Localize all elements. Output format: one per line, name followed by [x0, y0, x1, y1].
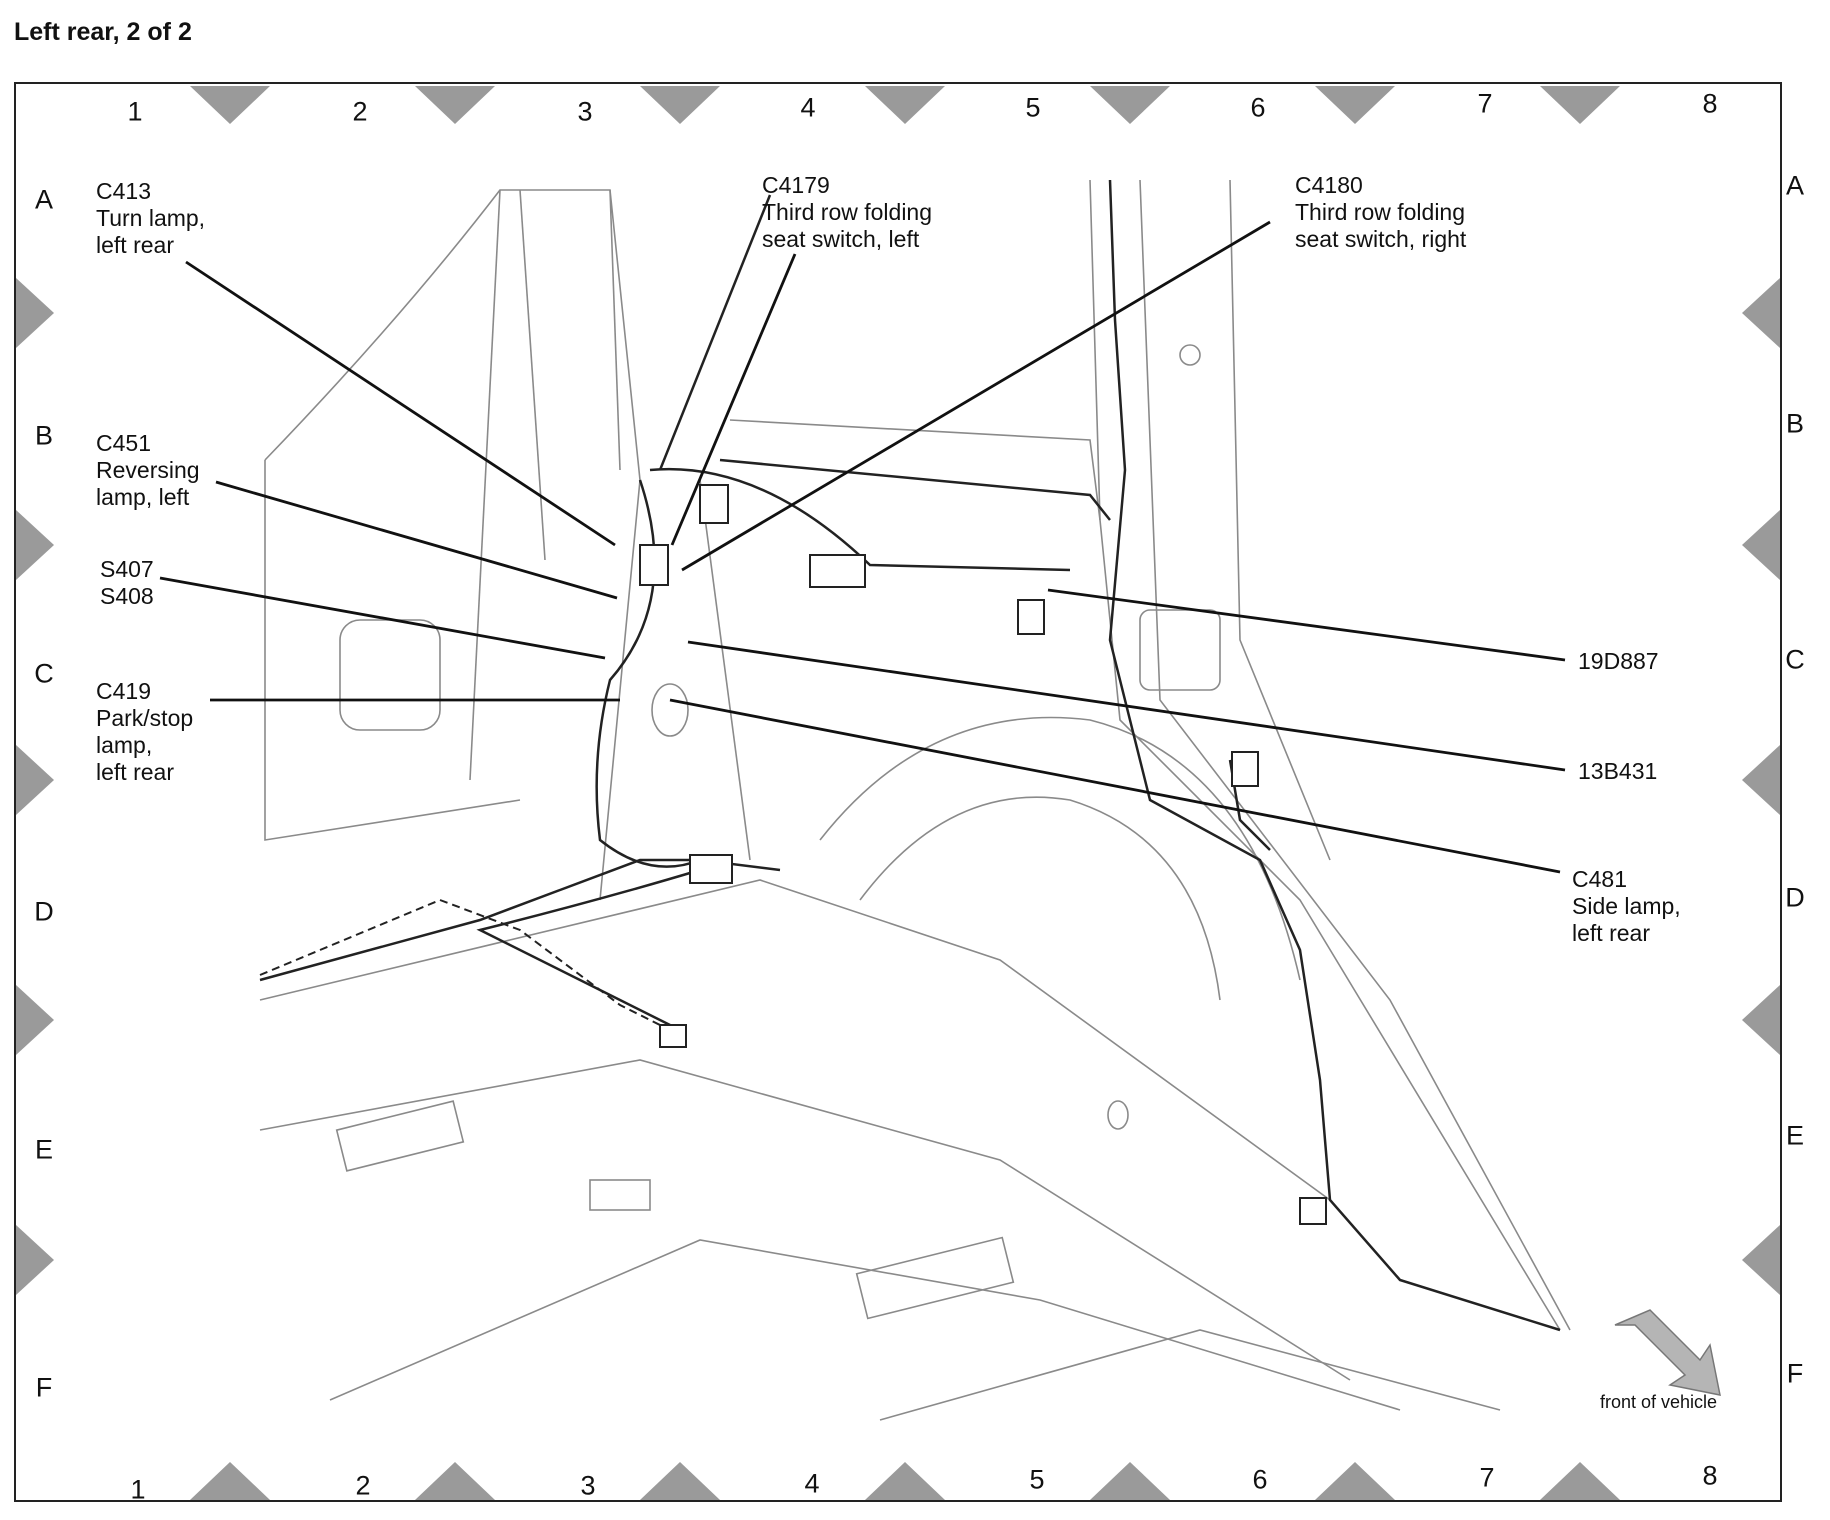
grid-col-4-bottom: 4 — [804, 1468, 820, 1499]
grid-col-5-bottom: 5 — [1029, 1464, 1045, 1495]
routed-harness-dashed — [259, 898, 671, 1031]
grid-col-6-bottom: 6 — [1252, 1464, 1268, 1495]
grid-col-7-top: 7 — [1477, 88, 1493, 119]
callout-c4180: C4180 Third row folding seat switch, rig… — [1295, 172, 1467, 252]
grid-col-8-top: 8 — [1702, 88, 1718, 119]
grid-col-3-top: 3 — [577, 96, 593, 127]
grid-row-f-left: F — [35, 1372, 53, 1403]
grid-row-b-right: B — [1785, 408, 1805, 439]
grid-row-d-left: D — [34, 896, 54, 927]
grid-col-5-top: 5 — [1025, 92, 1041, 123]
callout-c481: C481 Side lamp, left rear — [1572, 866, 1681, 946]
connector-bodies — [639, 484, 1327, 1225]
callout-s407-s408: S407 S408 — [100, 556, 154, 609]
grid-row-a-right: A — [1785, 170, 1805, 201]
callout-13b431: 13B431 — [1578, 758, 1658, 784]
diagram-title: Left rear, 2 of 2 — [14, 18, 192, 46]
grid-col-4-top: 4 — [800, 92, 816, 123]
callout-c413: C413 Turn lamp, left rear — [96, 178, 206, 258]
callout-19d887: 19D887 — [1578, 648, 1659, 674]
grid-col-2-top: 2 — [352, 96, 368, 127]
callout-c419: C419 Park/stop lamp, left rear — [96, 678, 194, 785]
grid-row-b-left: B — [34, 420, 54, 451]
grid-row-c-left: C — [34, 658, 54, 689]
grid-row-a-left: A — [34, 184, 54, 215]
callout-c451: C451 Reversing lamp, left — [96, 430, 200, 510]
grid-col-8-bottom: 8 — [1702, 1460, 1718, 1491]
grid-row-e-left: E — [34, 1134, 54, 1165]
callout-c4179: C4179 Third row folding seat switch, lef… — [762, 172, 933, 252]
grid-row-d-right: D — [1785, 882, 1805, 913]
front-of-vehicle-arrow — [1614, 1309, 1721, 1396]
grid-col-7-bottom: 7 — [1479, 1462, 1495, 1493]
diagram-frame — [14, 82, 1782, 1502]
grid-col-1-top: 1 — [127, 96, 143, 127]
front-of-vehicle-label: front of vehicle — [1600, 1392, 1718, 1412]
grid-col-3-bottom: 3 — [580, 1470, 596, 1501]
leader-lines — [159, 220, 1566, 874]
grid-row-c-right: C — [1785, 644, 1805, 675]
grid-row-e-right: E — [1785, 1120, 1805, 1151]
vehicle-body-sketch — [259, 179, 1571, 1421]
grid-markers — [16, 86, 1780, 1500]
wiring-harness — [259, 179, 1561, 1332]
grid-col-2-bottom: 2 — [355, 1470, 371, 1501]
grid-col-6-top: 6 — [1250, 92, 1266, 123]
grid-col-1-bottom: 1 — [130, 1474, 146, 1505]
grid-row-f-right: F — [1786, 1358, 1804, 1389]
